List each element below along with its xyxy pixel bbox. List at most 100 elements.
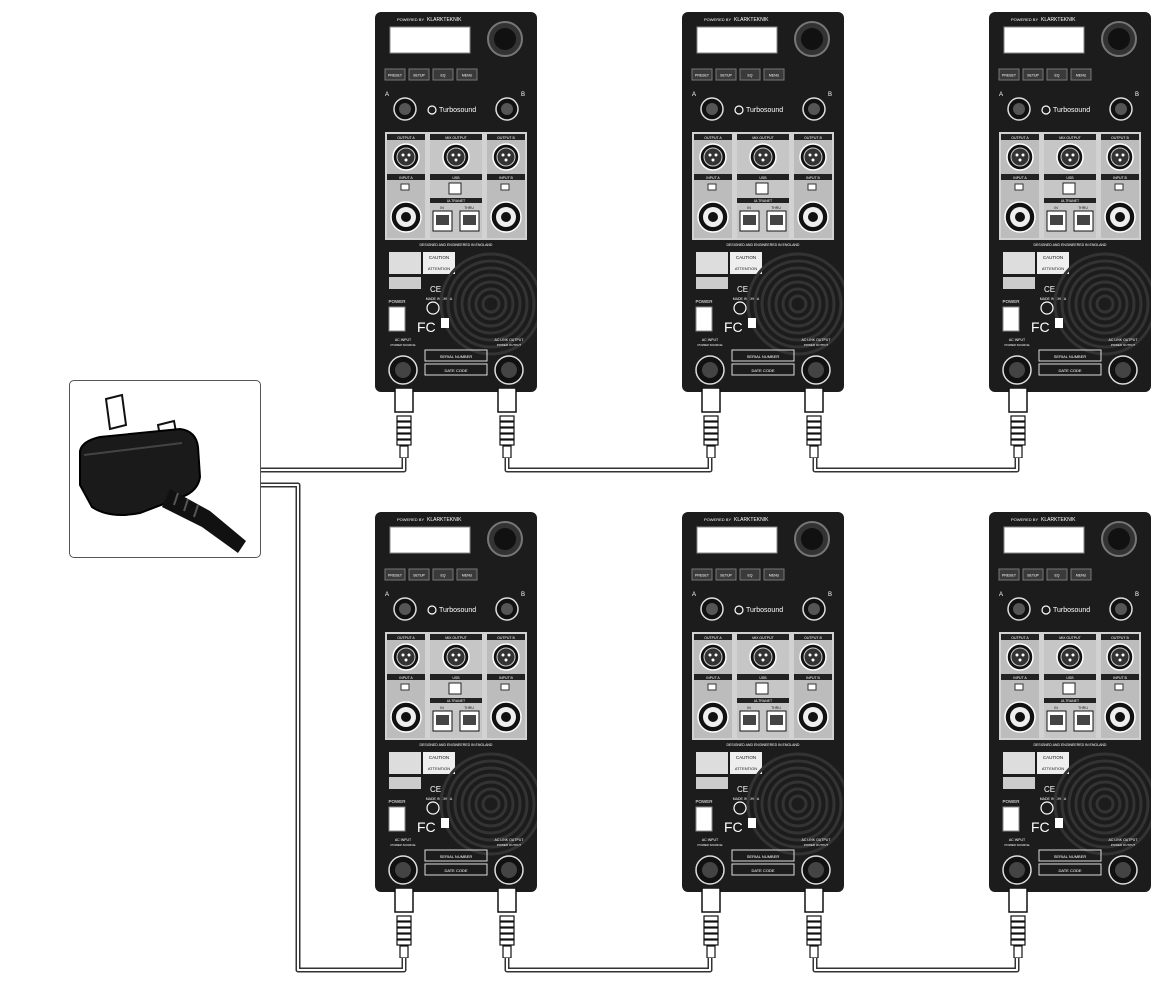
combo-input-a[interactable] bbox=[390, 201, 422, 233]
line-mic-switch-a[interactable] bbox=[707, 683, 717, 691]
panel-button-2[interactable]: SETUP bbox=[715, 68, 737, 81]
xlr-output-b[interactable] bbox=[492, 143, 520, 171]
powercon-ac-link-output[interactable] bbox=[1108, 855, 1138, 885]
xlr-output-b[interactable] bbox=[1106, 643, 1134, 671]
usb-port[interactable] bbox=[448, 682, 462, 695]
ultranet-in-port[interactable] bbox=[1046, 210, 1067, 232]
gain-knob-b[interactable] bbox=[802, 97, 826, 121]
panel-button-3[interactable]: EQ bbox=[1046, 68, 1068, 81]
powercon-ac-input[interactable] bbox=[388, 355, 418, 385]
combo-input-a[interactable] bbox=[1004, 701, 1036, 733]
panel-button-1[interactable]: PRESET bbox=[998, 68, 1020, 81]
ultranet-in-port[interactable] bbox=[432, 210, 453, 232]
gain-knob-a[interactable] bbox=[393, 97, 417, 121]
combo-input-b[interactable] bbox=[1104, 701, 1136, 733]
panel-button-2[interactable]: SETUP bbox=[408, 568, 430, 581]
powercon-ac-input[interactable] bbox=[695, 355, 725, 385]
ultranet-in-port[interactable] bbox=[739, 710, 760, 732]
xlr-output-a[interactable] bbox=[699, 143, 727, 171]
panel-button-3[interactable]: EQ bbox=[432, 568, 454, 581]
powercon-ac-link-output[interactable] bbox=[494, 355, 524, 385]
link-output-connector[interactable] bbox=[801, 888, 827, 958]
rotary-encoder[interactable] bbox=[794, 521, 830, 557]
link-output-connector[interactable] bbox=[494, 388, 520, 458]
ultranet-thru-port[interactable] bbox=[766, 710, 787, 732]
gain-knob-a[interactable] bbox=[1007, 97, 1031, 121]
xlr-output-a[interactable] bbox=[392, 143, 420, 171]
line-mic-switch-b[interactable] bbox=[500, 183, 510, 191]
panel-button-3[interactable]: EQ bbox=[739, 68, 761, 81]
xlr-output-b[interactable] bbox=[1106, 143, 1134, 171]
powercon-ac-link-output[interactable] bbox=[801, 355, 831, 385]
line-mic-switch-a[interactable] bbox=[707, 183, 717, 191]
usb-port[interactable] bbox=[1062, 682, 1076, 695]
xlr-output-b[interactable] bbox=[799, 643, 827, 671]
ultranet-thru-port[interactable] bbox=[1073, 210, 1094, 232]
ultranet-thru-port[interactable] bbox=[459, 210, 480, 232]
panel-button-1[interactable]: PRESET bbox=[384, 568, 406, 581]
panel-button-2[interactable]: SETUP bbox=[1022, 568, 1044, 581]
mains-input-connector[interactable] bbox=[391, 888, 417, 958]
combo-input-a[interactable] bbox=[390, 701, 422, 733]
panel-button-4[interactable]: MENU bbox=[763, 68, 785, 81]
panel-button-3[interactable]: EQ bbox=[739, 568, 761, 581]
xlr-output-a[interactable] bbox=[699, 643, 727, 671]
powercon-ac-input[interactable] bbox=[695, 855, 725, 885]
power-switch[interactable] bbox=[388, 306, 406, 332]
xlr-output-a[interactable] bbox=[392, 643, 420, 671]
link-output-connector[interactable] bbox=[801, 388, 827, 458]
combo-input-a[interactable] bbox=[697, 701, 729, 733]
gain-knob-a[interactable] bbox=[1007, 597, 1031, 621]
line-mic-switch-b[interactable] bbox=[1114, 683, 1124, 691]
xlr-output-b[interactable] bbox=[799, 143, 827, 171]
gain-knob-b[interactable] bbox=[495, 597, 519, 621]
xlr-output-a[interactable] bbox=[1006, 143, 1034, 171]
mains-input-connector[interactable] bbox=[698, 388, 724, 458]
xlr-mix-output[interactable] bbox=[442, 643, 470, 671]
rotary-encoder[interactable] bbox=[1101, 21, 1137, 57]
line-mic-switch-a[interactable] bbox=[1014, 183, 1024, 191]
power-switch[interactable] bbox=[1002, 806, 1020, 832]
combo-input-b[interactable] bbox=[490, 701, 522, 733]
mains-input-connector[interactable] bbox=[698, 888, 724, 958]
panel-button-1[interactable]: PRESET bbox=[384, 68, 406, 81]
panel-button-1[interactable]: PRESET bbox=[691, 68, 713, 81]
combo-input-a[interactable] bbox=[1004, 201, 1036, 233]
panel-button-2[interactable]: SETUP bbox=[715, 568, 737, 581]
line-mic-switch-a[interactable] bbox=[400, 183, 410, 191]
panel-button-2[interactable]: SETUP bbox=[408, 68, 430, 81]
usb-port[interactable] bbox=[448, 182, 462, 195]
powercon-ac-input[interactable] bbox=[1002, 855, 1032, 885]
usb-port[interactable] bbox=[1062, 182, 1076, 195]
rotary-encoder[interactable] bbox=[1101, 521, 1137, 557]
line-mic-switch-b[interactable] bbox=[807, 683, 817, 691]
ultranet-in-port[interactable] bbox=[432, 710, 453, 732]
usb-port[interactable] bbox=[755, 182, 769, 195]
ultranet-thru-port[interactable] bbox=[1073, 710, 1094, 732]
xlr-mix-output[interactable] bbox=[749, 643, 777, 671]
line-mic-switch-a[interactable] bbox=[1014, 683, 1024, 691]
combo-input-b[interactable] bbox=[1104, 201, 1136, 233]
link-output-connector[interactable] bbox=[494, 888, 520, 958]
rotary-encoder[interactable] bbox=[794, 21, 830, 57]
panel-button-4[interactable]: MENU bbox=[456, 68, 478, 81]
panel-button-3[interactable]: EQ bbox=[1046, 568, 1068, 581]
panel-button-2[interactable]: SETUP bbox=[1022, 68, 1044, 81]
gain-knob-b[interactable] bbox=[802, 597, 826, 621]
power-switch[interactable] bbox=[695, 306, 713, 332]
line-mic-switch-b[interactable] bbox=[500, 683, 510, 691]
mains-input-connector[interactable] bbox=[1005, 888, 1031, 958]
xlr-mix-output[interactable] bbox=[1056, 143, 1084, 171]
combo-input-b[interactable] bbox=[797, 701, 829, 733]
line-mic-switch-a[interactable] bbox=[400, 683, 410, 691]
powercon-ac-link-output[interactable] bbox=[494, 855, 524, 885]
xlr-output-a[interactable] bbox=[1006, 643, 1034, 671]
panel-button-1[interactable]: PRESET bbox=[998, 568, 1020, 581]
power-switch[interactable] bbox=[695, 806, 713, 832]
mains-input-connector[interactable] bbox=[1005, 388, 1031, 458]
rotary-encoder[interactable] bbox=[487, 21, 523, 57]
power-switch[interactable] bbox=[388, 806, 406, 832]
gain-knob-a[interactable] bbox=[393, 597, 417, 621]
mains-input-connector[interactable] bbox=[391, 388, 417, 458]
ultranet-thru-port[interactable] bbox=[459, 710, 480, 732]
